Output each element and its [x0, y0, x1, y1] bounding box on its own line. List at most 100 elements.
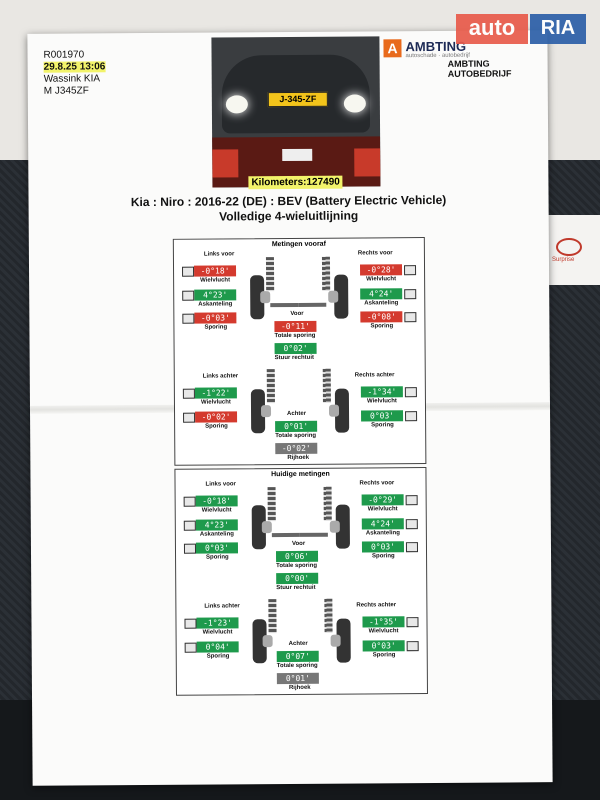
thrust-label: Rijhoek — [287, 454, 310, 462]
toe-label: Sporing — [372, 652, 396, 659]
rig-clamp-left — [212, 149, 239, 178]
rear-total-toe: 0°01' — [275, 420, 318, 433]
order-number: R001970 — [43, 49, 85, 61]
rear-left-label: Links achter — [202, 373, 239, 380]
toe-label: Sporing — [205, 423, 228, 430]
gauge-icon — [182, 290, 195, 301]
gauge-icon — [183, 412, 196, 423]
toe-label: Sporing — [206, 554, 229, 561]
kilometers-reading: Kilometers:127490 — [248, 175, 343, 190]
ria-watermark: RIA — [530, 14, 586, 44]
front-left-caster: 4°23' — [195, 519, 238, 531]
front-right-camber: -0°29' — [361, 494, 404, 506]
report-header: R001970 29.8.25 13:06 Wassink KIA M J345… — [43, 49, 106, 97]
thrust-angle: 0°01' — [276, 672, 319, 685]
dealer-name: Wassink KIA — [43, 73, 101, 85]
camber-label: Wielvlucht — [368, 628, 399, 635]
total-toe-label: Totale sporing — [276, 562, 318, 570]
alignment-report: R001970 29.8.25 13:06 Wassink KIA M J345… — [27, 30, 553, 786]
gauge-icon — [404, 289, 417, 300]
front-right-strut-icon — [321, 256, 331, 291]
rear-right-label: Rechts achter — [354, 372, 395, 379]
toe-label: Sporing — [206, 653, 230, 660]
gauge-icon — [406, 641, 419, 652]
rear-left-hub-icon — [262, 635, 273, 648]
rear-axle-label: Achter — [288, 640, 308, 648]
front-left-hub-icon — [260, 291, 271, 304]
side-brand-text: Surprise — [552, 257, 575, 263]
front-right-label: Rechts voor — [357, 250, 393, 257]
plate-reference: M J345ZF — [43, 85, 89, 97]
rear-right-hub-icon — [330, 634, 341, 647]
rear-total-toe: 0°07' — [276, 650, 319, 663]
front-right-strut-icon — [323, 486, 332, 521]
rear-right-camber: -1°34' — [360, 386, 403, 398]
headlight-left — [225, 95, 248, 114]
gauge-icon — [182, 266, 195, 277]
thrust-label: Rijhoek — [288, 684, 311, 692]
front-right-caster: 4°24' — [361, 518, 404, 530]
gauge-icon — [404, 387, 417, 398]
front-total-toe: -0°11' — [274, 320, 317, 333]
front-right-label: Rechts voor — [359, 480, 395, 487]
front-left-strut-icon — [265, 257, 275, 292]
headlight-right — [343, 94, 366, 113]
camber-label: Wielvlucht — [200, 399, 231, 406]
gauge-icon — [405, 411, 418, 422]
front-left-arm-icon — [271, 532, 300, 538]
gauge-icon — [404, 312, 417, 323]
front-right-arm-icon — [298, 302, 327, 307]
rear-left-camber: -1°23' — [196, 617, 239, 629]
rear-axle-label: Achter — [287, 410, 307, 418]
rear-right-label: Rechts achter — [356, 602, 397, 609]
gauge-icon — [182, 313, 195, 324]
rear-left-label: Links achter — [204, 603, 240, 610]
steering-label: Stuur rechtuit — [274, 354, 315, 362]
front-left-toe: 0°03' — [195, 542, 239, 554]
auto-watermark: auto — [456, 14, 528, 44]
rear-left-toe: 0°04' — [196, 641, 239, 653]
camber-label: Wielvlucht — [367, 506, 398, 513]
front-total-toe: 0°06' — [275, 550, 319, 563]
front-right-toe: -0°08' — [360, 311, 403, 323]
gauge-icon — [182, 388, 195, 399]
report-datetime: 29.8.25 13:06 — [43, 61, 106, 73]
front-axle-label: Voor — [290, 310, 304, 317]
front-left-caster: 4°23' — [194, 289, 237, 301]
gauge-icon — [183, 496, 196, 507]
camber-label: Wielvlucht — [201, 507, 232, 514]
caster-label: Askanteling — [364, 300, 399, 307]
rear-right-camber: -1°35' — [362, 616, 405, 628]
toe-label: Sporing — [371, 422, 394, 429]
front-left-label: Links voor — [203, 251, 235, 258]
kia-logo-icon — [556, 238, 582, 256]
vehicle-photo: J-345-ZF — [211, 36, 381, 188]
toe-label: Sporing — [370, 323, 394, 330]
license-plate: J-345-ZF — [267, 91, 328, 108]
steering-centre: 0°02' — [274, 342, 317, 355]
front-left-strut-icon — [267, 487, 276, 522]
camber-label: Wielvlucht — [200, 277, 231, 284]
front-left-camber: -0°18' — [194, 265, 237, 277]
gauge-icon — [405, 519, 418, 530]
camber-label: Wielvlucht — [202, 629, 233, 636]
rear-left-strut-icon — [268, 599, 277, 634]
gauge-icon — [405, 542, 419, 553]
ambting-logo-icon: A — [383, 39, 402, 58]
total-toe-label: Totale sporing — [276, 662, 318, 670]
steering-centre: 0°00' — [276, 572, 319, 585]
front-left-label: Links voor — [205, 481, 236, 488]
front-right-arm-icon — [299, 532, 328, 537]
front-right-hub-icon — [329, 520, 340, 533]
rear-right-strut-icon — [322, 368, 331, 403]
caster-label: Askanteling — [198, 301, 233, 308]
gauge-icon — [183, 543, 197, 554]
gauge-icon — [406, 617, 419, 628]
caster-label: Askanteling — [199, 531, 234, 538]
total-toe-label: Totale sporing — [275, 432, 317, 440]
gauge-icon — [183, 520, 196, 531]
front-right-caster: 4°24' — [360, 288, 403, 300]
gauge-icon — [405, 495, 418, 506]
